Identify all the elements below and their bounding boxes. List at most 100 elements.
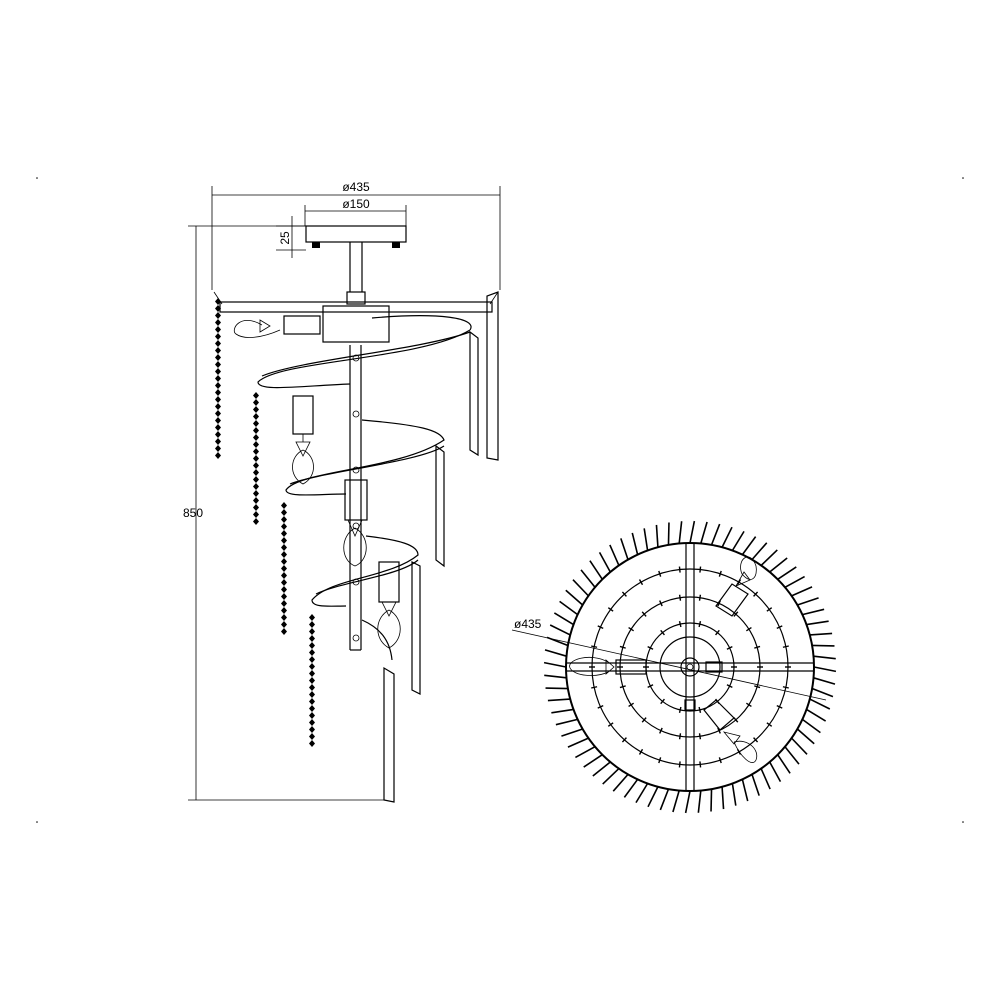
fringe-tick: [544, 674, 567, 679]
ring-bead: [718, 757, 722, 764]
fringe-tick: [760, 768, 771, 790]
fringe-tick: [612, 773, 629, 792]
fringe-tick: [551, 708, 574, 714]
fringe-tick: [813, 666, 837, 673]
ring-bead: [678, 621, 682, 628]
crystal-strands: [215, 298, 315, 747]
ring-bead: [597, 625, 604, 629]
fringe-tick: [741, 779, 749, 802]
fringe-tick: [667, 522, 670, 545]
ring-bead: [658, 757, 662, 764]
ring-bead: [699, 761, 702, 768]
center-hub: [680, 657, 700, 677]
ring-bead: [607, 722, 614, 727]
ring-bead: [782, 645, 789, 648]
fringe-tick: [784, 575, 805, 588]
fringe-tick: [559, 600, 579, 616]
crystal-strand: [253, 392, 259, 525]
fringe-tick: [751, 542, 768, 561]
ring-bead: [591, 686, 598, 689]
fringe-tick: [796, 728, 815, 745]
fringe-tick: [684, 790, 691, 814]
ring-bead: [641, 717, 647, 723]
ring-bead: [619, 645, 626, 649]
fringe-tick: [553, 612, 574, 626]
plan-view: ø435: [511, 520, 837, 814]
fringe-tick: [710, 789, 713, 812]
ring-bead: [766, 722, 773, 727]
fringe-tick: [635, 783, 649, 804]
fringe-tick: [543, 661, 567, 668]
fringe-tick: [544, 649, 567, 657]
fringe-tick: [721, 526, 733, 548]
cross-arms: [566, 543, 814, 791]
registration-marks: [36, 177, 964, 823]
fringe-tick: [769, 761, 782, 782]
ring-bead: [718, 570, 722, 577]
ring-bead: [678, 733, 682, 740]
fringe-tick: [547, 698, 571, 702]
fringe-tick: [813, 655, 836, 660]
ring-bead: [591, 645, 598, 648]
bulb-icon: [292, 395, 314, 485]
fringe-tick: [769, 557, 788, 573]
fringe-tick: [791, 586, 813, 597]
fringe-tick: [784, 746, 800, 765]
fringe-tick: [802, 608, 825, 616]
fringe-tick: [751, 774, 760, 796]
fringe-tick: [790, 737, 808, 755]
ring-bead: [698, 621, 702, 628]
fringe-tick: [609, 544, 620, 566]
ring-bead: [641, 611, 647, 617]
dim-overall-diameter-label: ø435: [342, 180, 370, 194]
plan-bulbs: [569, 556, 758, 763]
dim-canopy-diameter-label: ø150: [342, 197, 370, 211]
ring-bead: [638, 748, 644, 755]
crystal-strand: [281, 502, 287, 635]
ring-bead: [659, 600, 663, 607]
dimension-overall-width: ø435: [211, 180, 501, 290]
ring-bead: [698, 706, 702, 713]
bulb-icon: [703, 699, 758, 763]
ring-beads: [589, 566, 791, 768]
ring-bead: [607, 607, 614, 612]
ring-bead: [678, 706, 682, 713]
dimension-canopy-width: ø150: [304, 197, 407, 226]
crystal-strand: [309, 614, 315, 747]
fringe-tick: [777, 754, 791, 774]
ring-5: [659, 636, 721, 698]
ring-bead: [753, 737, 759, 743]
fringe-tick: [672, 790, 680, 813]
fringe-tick: [710, 523, 721, 546]
fringe-tick: [555, 718, 578, 726]
outer-ring: [565, 542, 815, 792]
dimension-plan-diameter: ø435: [511, 617, 827, 701]
ring-bead: [754, 645, 761, 649]
dim-plan-diameter-label: ø435: [514, 617, 542, 631]
fringe-tick: [809, 698, 831, 710]
ring-bead: [754, 685, 761, 689]
ring-bead: [597, 705, 604, 709]
fringe-tick: [813, 677, 836, 685]
ring-bead: [717, 727, 721, 734]
fringe-tick: [561, 728, 583, 737]
ring-bead: [628, 702, 635, 708]
ring-bead: [678, 594, 682, 601]
central-stem: [346, 242, 366, 651]
ring-bead: [647, 684, 654, 689]
ring-bead: [766, 607, 773, 612]
ring-4: [645, 622, 735, 712]
fringe-tick: [689, 520, 696, 544]
fringe-tick: [655, 524, 659, 548]
fringe-tick: [741, 536, 757, 556]
fringe-tick: [731, 783, 737, 806]
ring-bead: [733, 611, 739, 617]
spiral-band: [257, 315, 472, 661]
fringe-tick: [583, 754, 603, 768]
fringe-tick: [659, 788, 670, 811]
fringe-tick: [602, 767, 620, 785]
ring-bead: [715, 629, 720, 636]
ring-bead: [726, 684, 733, 689]
dim-overall-height-label: 850: [183, 506, 203, 520]
